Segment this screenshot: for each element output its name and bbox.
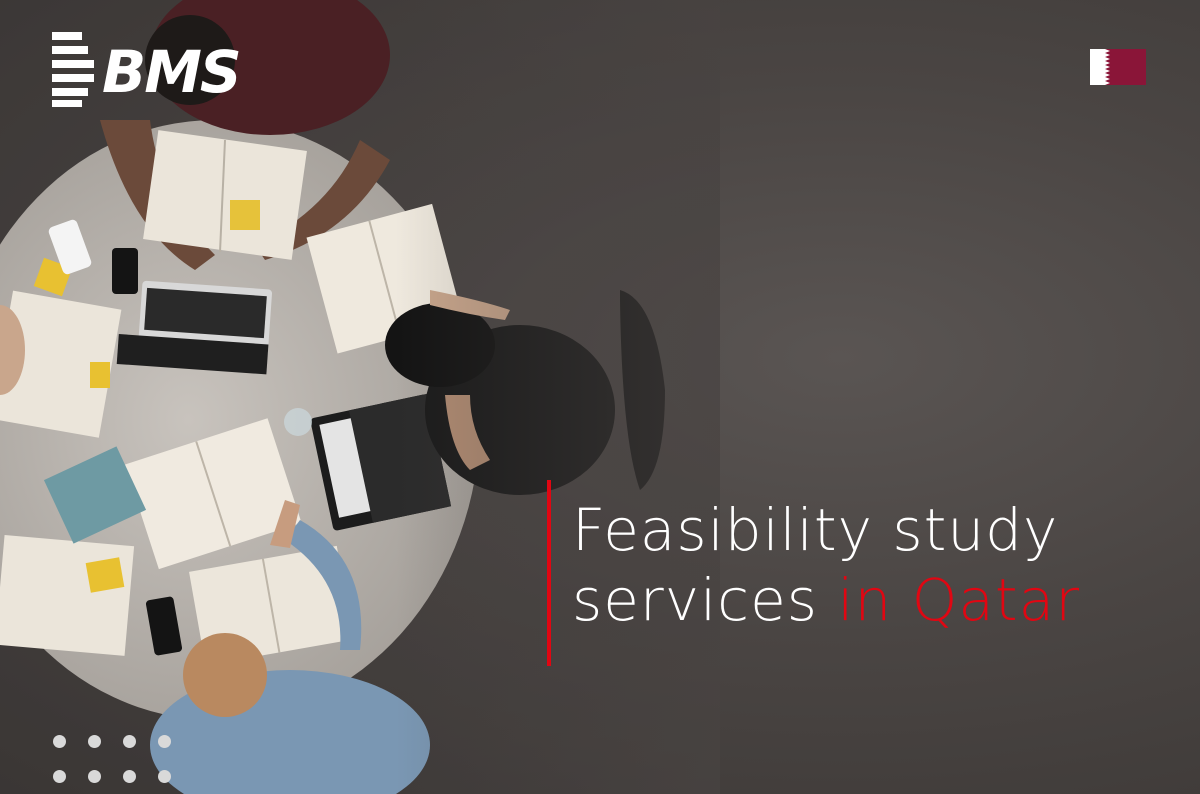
logo-text: BMS [102,38,242,106]
headline-services: services [572,566,838,634]
headline-line-2: services in Qatar [572,565,1080,635]
dot-grid-icon [53,735,173,785]
headline-line-1: Feasibility study [572,496,1059,564]
qatar-flag-icon [1090,49,1146,85]
headline: Feasibility study services in Qatar [572,495,1080,635]
bms-logo[interactable]: BMS [52,32,252,107]
accent-line [547,480,551,666]
logo-stripes-icon [52,32,94,107]
headline-in-qatar: in Qatar [837,566,1081,634]
meeting-table-photo [0,0,720,794]
